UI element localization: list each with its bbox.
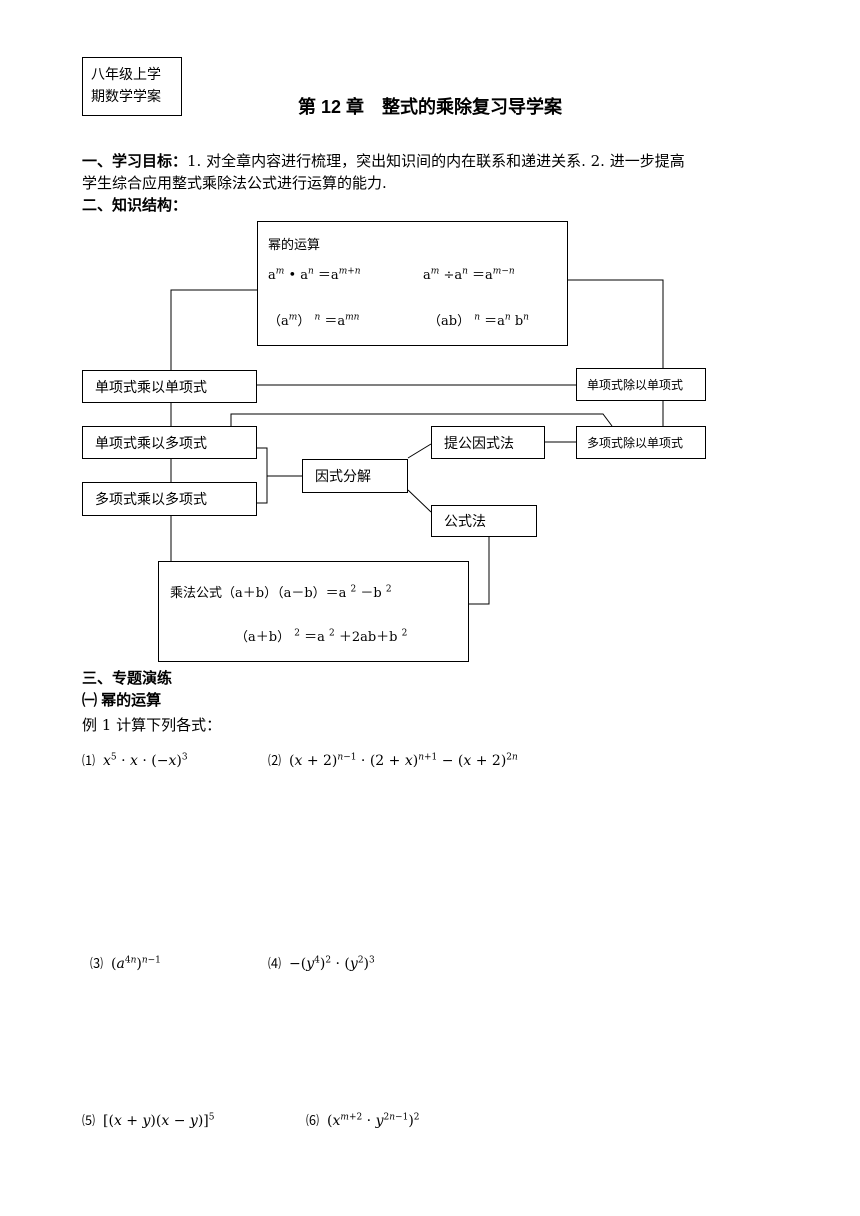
problem-4-expression: −(y4)2 · (y2)3: [289, 955, 375, 972]
power-formula-product-power: （ab） n ＝an bn: [428, 312, 529, 329]
problem-2-expression: (x + 2)n−1 · (2 + x)n+1 − (x + 2)2n: [289, 752, 518, 769]
grade-label-line2: 期数学学案: [91, 88, 161, 104]
node-factorization: 因式分解: [302, 459, 408, 493]
grade-label-box: 八年级上学 期数学学案: [82, 57, 182, 116]
grade-label-line1: 八年级上学: [91, 66, 161, 82]
problem-1-expression: x5 · x · (−x)3: [103, 752, 188, 769]
knowledge-structure-heading: 二、知识结构：: [82, 197, 188, 214]
problem-5-number: ⑸: [82, 1114, 96, 1129]
learning-goals: 一、学习目标：1. 对全章内容进行梳理，突出知识间的内在联系和递进关系. 2. …: [82, 150, 782, 173]
problem-6-number: ⑹: [306, 1114, 320, 1129]
problem-3-expression: (a4n)n−1: [111, 955, 161, 972]
power-formula-product: am • an ＝am+n: [268, 266, 361, 283]
page-title: 第 12 章 整式的乘除复习导学案: [297, 97, 563, 117]
problem-3-number: ⑶: [90, 957, 104, 972]
power-formula-quotient: am ÷an ＝am−n: [423, 266, 515, 283]
connector-fm-mult: [469, 537, 490, 605]
learning-goals-text-2: 学生综合应用整式乘除法公式进行运算的能力.: [82, 174, 387, 192]
connector-power-left: [170, 289, 257, 370]
problem-1: ⑴ x5 · x · (−x)3: [82, 750, 188, 769]
connector-common-factor: [407, 443, 432, 459]
problem-5-expression: [(x + y)(x − y)]5: [103, 1112, 215, 1129]
connector-formula-method: [407, 489, 432, 513]
problem-6-expression: (xm+2 · y2n−1)2: [327, 1112, 420, 1129]
node-mono-times-poly: 单项式乘以多项式: [82, 426, 257, 459]
diagram-connectors: [170, 279, 664, 605]
node-mono-times-mono: 单项式乘以单项式: [82, 370, 257, 403]
connector-bracket: [230, 413, 613, 427]
mult-formula-square-sum: （a＋b） 2 ＝a 2 ＋2ab＋b 2: [235, 628, 408, 645]
node-common-factor: 提公因式法: [431, 426, 545, 459]
problem-4: ⑷ −(y4)2 · (y2)3: [268, 953, 375, 972]
multiplication-formula-box: 乘法公式（a＋b）（a－b）＝a 2 －b 2 （a＋b） 2 ＝a 2 ＋2a…: [158, 561, 469, 662]
problem-6: ⑹ (xm+2 · y2n−1)2: [306, 1110, 420, 1129]
node-poly-div-mono: 多项式除以单项式: [576, 426, 706, 459]
problem-1-number: ⑴: [82, 754, 96, 769]
node-poly-times-poly: 多项式乘以多项式: [82, 482, 257, 516]
connector-factor-top: [257, 447, 268, 504]
node-mono-div-mono: 单项式除以单项式: [576, 368, 706, 401]
power-operations-title: 幂的运算: [268, 237, 321, 252]
learning-goals-heading: 一、学习目标：: [82, 153, 188, 170]
power-subheading: ㈠ 幂的运算: [82, 692, 162, 709]
problem-3: ⑶ (a4n)n−1: [90, 953, 161, 972]
problem-5: ⑸ [(x + y)(x − y)]5: [82, 1110, 215, 1129]
problem-4-number: ⑷: [268, 957, 282, 972]
practice-heading: 三、专题演练: [82, 670, 173, 687]
learning-goals-text-1: 1. 对全章内容进行梳理，突出知识间的内在联系和递进关系. 2. 进一步提高: [187, 152, 685, 170]
problem-2: ⑵ (x + 2)n−1 · (2 + x)n+1 − (x + 2)2n: [268, 750, 518, 769]
power-formula-power: （am） n ＝amn: [268, 312, 360, 329]
mult-formula-difference-squares: 乘法公式（a＋b）（a－b）＝a 2 －b 2: [170, 584, 392, 601]
problem-2-number: ⑵: [268, 754, 282, 769]
example-1-label: 例 1 计算下列各式：: [82, 716, 222, 734]
power-operations-box: 幂的运算 am • an ＝am+n am ÷an ＝am−n （am） n ＝…: [257, 221, 568, 346]
connector-power-right: [568, 279, 664, 368]
node-formula-method: 公式法: [431, 505, 537, 537]
